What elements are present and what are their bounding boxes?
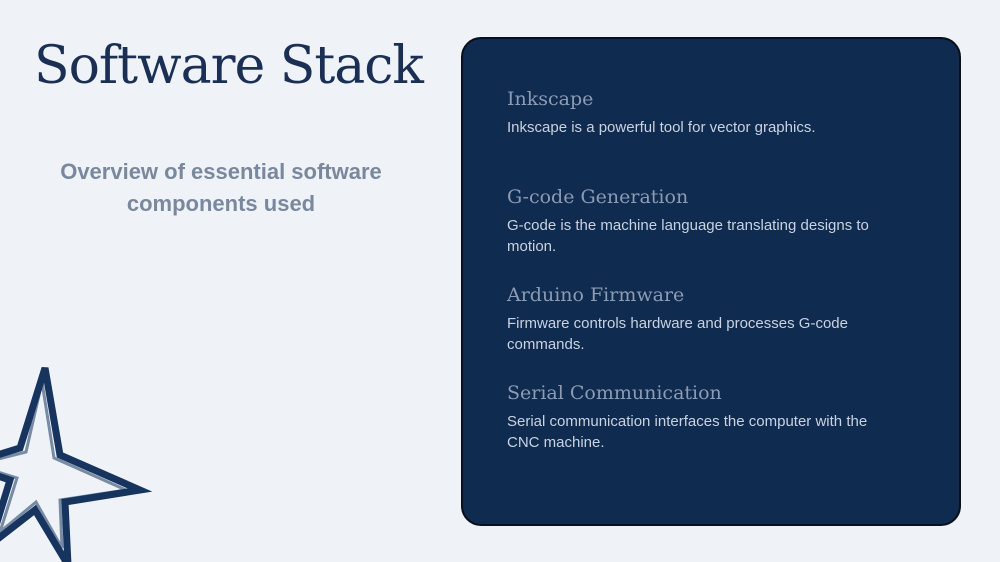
item-description: Inkscape is a powerful tool for vector g… [507, 119, 816, 136]
item-title: Serial Communication [507, 382, 722, 404]
item-description: Serial communication interfaces the comp… [507, 413, 868, 451]
list-item: Serial Communication Serial communicatio… [507, 381, 887, 453]
item-description: G-code is the machine language translati… [507, 217, 869, 255]
star-icon [0, 366, 153, 562]
item-description: Firmware controls hardware and processes… [507, 315, 848, 353]
item-title: G-code Generation [507, 186, 689, 208]
item-title: Inkscape [507, 88, 594, 110]
slide-subtitle: Overview of essential software component… [60, 159, 382, 216]
item-title: Arduino Firmware [507, 284, 685, 306]
software-list-panel: Inkscape Inkscape is a powerful tool for… [461, 37, 961, 526]
list-item: G-code Generation G-code is the machine … [507, 185, 887, 257]
slide-title: Software Stack [34, 36, 424, 96]
list-item: Arduino Firmware Firmware controls hardw… [507, 283, 887, 355]
list-item: Inkscape Inkscape is a powerful tool for… [507, 87, 887, 138]
